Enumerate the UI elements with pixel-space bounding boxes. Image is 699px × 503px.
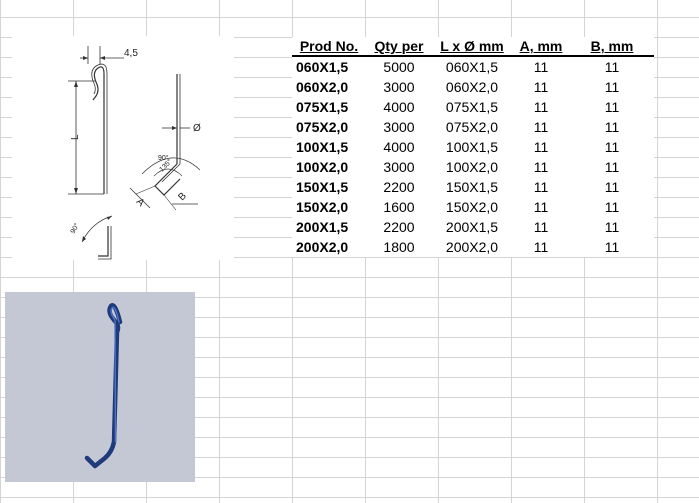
table-row: 200X1,5 2200 200X1,5 11 11 xyxy=(292,217,654,237)
cell-qty[interactable]: 3000 xyxy=(383,119,415,135)
cell-qty[interactable]: 4000 xyxy=(383,139,415,155)
dim-extension-line xyxy=(163,194,177,211)
cell-size[interactable]: 060X2,0 xyxy=(445,79,499,95)
cell-a[interactable]: 11 xyxy=(533,119,549,135)
product-spec-table: Prod No. Qty per L x Ø mm A, mm B, mm 06… xyxy=(292,37,654,257)
hook-foot-outline xyxy=(154,163,181,196)
cell-prod-no[interactable]: 150X1,5 xyxy=(296,179,349,195)
hook-angle-view-outline xyxy=(98,226,112,260)
table-row: 060X2,0 3000 060X2,0 11 11 xyxy=(292,77,654,97)
hook-angle-view-outline xyxy=(98,226,109,257)
cell-b[interactable]: 11 xyxy=(604,179,620,195)
dim-line-a xyxy=(129,187,151,209)
cell-qty[interactable]: 4000 xyxy=(383,99,415,115)
cell-b[interactable]: 11 xyxy=(604,159,620,175)
cell-a[interactable]: 11 xyxy=(533,99,549,115)
table-row: 100X1,5 4000 100X1,5 11 11 xyxy=(292,137,654,157)
angle-arc xyxy=(141,157,201,175)
column-header-a[interactable]: A, mm xyxy=(512,37,570,57)
table-row: 200X2,0 1800 200X2,0 11 11 xyxy=(292,237,654,257)
table-header-row: Prod No. Qty per L x Ø mm A, mm B, mm xyxy=(292,37,654,57)
cell-prod-no[interactable]: 075X1,5 xyxy=(296,99,349,115)
cell-b[interactable]: 11 xyxy=(604,139,620,155)
cell-size[interactable]: 200X2,0 xyxy=(445,239,499,255)
cell-qty[interactable]: 2200 xyxy=(383,219,415,235)
cell-prod-no[interactable]: 100X1,5 xyxy=(296,139,349,155)
table-row: 075X1,5 4000 075X1,5 11 11 xyxy=(292,97,654,117)
cell-size[interactable]: 075X1,5 xyxy=(445,99,499,115)
arrow-head-icon xyxy=(74,188,78,194)
cell-qty[interactable]: 1800 xyxy=(383,239,415,255)
arrow-head-icon xyxy=(83,56,88,60)
cell-size[interactable]: 200X1,5 xyxy=(445,219,499,235)
cell-a[interactable]: 11 xyxy=(533,139,549,155)
cell-b[interactable]: 11 xyxy=(604,219,620,235)
cell-a[interactable]: 11 xyxy=(533,219,549,235)
dim-extension-line xyxy=(135,185,156,195)
dim-label-a: A xyxy=(134,196,147,209)
cell-b[interactable]: 11 xyxy=(604,199,620,215)
cell-qty[interactable]: 1600 xyxy=(383,199,415,215)
cell-a[interactable]: 11 xyxy=(533,179,549,195)
cell-a[interactable]: 11 xyxy=(533,59,549,75)
table-row: 150X1,5 2200 150X1,5 11 11 xyxy=(292,177,654,197)
cell-a[interactable]: 11 xyxy=(533,159,549,175)
cell-size[interactable]: 060X1,5 xyxy=(445,59,499,75)
hook-front-view-outline-inner xyxy=(91,63,108,194)
cell-b[interactable]: 11 xyxy=(604,239,620,255)
cell-size[interactable]: 075X2,0 xyxy=(445,119,499,135)
column-header-qty-per[interactable]: Qty per xyxy=(366,37,432,57)
angle-arc xyxy=(153,168,183,177)
cell-b[interactable]: 11 xyxy=(604,99,620,115)
cell-qty[interactable]: 3000 xyxy=(383,79,415,95)
dim-label-length: L xyxy=(70,134,81,140)
product-photo[interactable] xyxy=(5,292,195,482)
cell-b[interactable]: 11 xyxy=(604,59,620,75)
cell-b[interactable]: 11 xyxy=(604,119,620,135)
cell-prod-no[interactable]: 200X1,5 xyxy=(296,219,349,235)
arrow-head-icon xyxy=(82,236,86,242)
dim-label-top: 4,5 xyxy=(124,48,138,59)
technical-drawing: 4,5 L Ø 90° 135° A B xyxy=(12,36,234,260)
column-header-b[interactable]: B, mm xyxy=(570,37,654,57)
dim-label-angle-inner: 90° xyxy=(158,154,169,162)
cell-prod-no[interactable]: 150X2,0 xyxy=(296,199,349,215)
column-header-length-diameter[interactable]: L x Ø mm xyxy=(432,37,512,57)
cell-prod-no[interactable]: 060X2,0 xyxy=(296,79,349,95)
arrow-head-icon xyxy=(172,126,177,130)
cell-qty[interactable]: 2200 xyxy=(383,179,415,195)
cell-a[interactable]: 11 xyxy=(533,79,549,95)
arrow-head-icon xyxy=(74,81,78,87)
arrow-head-icon xyxy=(107,216,112,220)
hook-photo-svg xyxy=(84,303,123,469)
cell-size[interactable]: 150X2,0 xyxy=(445,199,499,215)
table-row: 075X2,0 3000 075X2,0 11 11 xyxy=(292,117,654,137)
cell-a[interactable]: 11 xyxy=(533,199,549,215)
cell-prod-no[interactable]: 200X2,0 xyxy=(296,239,349,255)
cell-prod-no[interactable]: 100X2,0 xyxy=(296,159,349,175)
cell-size[interactable]: 150X1,5 xyxy=(445,179,499,195)
dim-label-angle-bottom: 90° xyxy=(69,222,81,235)
dim-label-b: B xyxy=(176,190,189,203)
table-row: 060X1,5 5000 060X1,5 11 11 xyxy=(292,56,654,77)
hook-drawing-svg: 4,5 L Ø 90° 135° A B xyxy=(68,46,201,260)
hook-photo-highlight xyxy=(110,306,120,443)
table-row: 150X2,0 1600 150X2,0 11 11 xyxy=(292,197,654,217)
arrow-head-icon xyxy=(100,56,105,60)
cell-size[interactable]: 100X1,5 xyxy=(445,139,499,155)
hook-foot-outline xyxy=(161,163,181,183)
cell-qty[interactable]: 5000 xyxy=(383,59,415,75)
cell-size[interactable]: 100X2,0 xyxy=(445,159,499,175)
hook-front-view-outline xyxy=(92,66,105,194)
column-header-prod-no[interactable]: Prod No. xyxy=(292,37,366,57)
cell-b[interactable]: 11 xyxy=(604,79,620,95)
cell-prod-no[interactable]: 060X1,5 xyxy=(296,59,349,75)
table-row: 100X2,0 3000 100X2,0 11 11 xyxy=(292,157,654,177)
dim-label-diameter: Ø xyxy=(193,123,201,134)
cell-prod-no[interactable]: 075X2,0 xyxy=(296,119,349,135)
cell-qty[interactable]: 3000 xyxy=(383,159,415,175)
cell-a[interactable]: 11 xyxy=(533,239,549,255)
